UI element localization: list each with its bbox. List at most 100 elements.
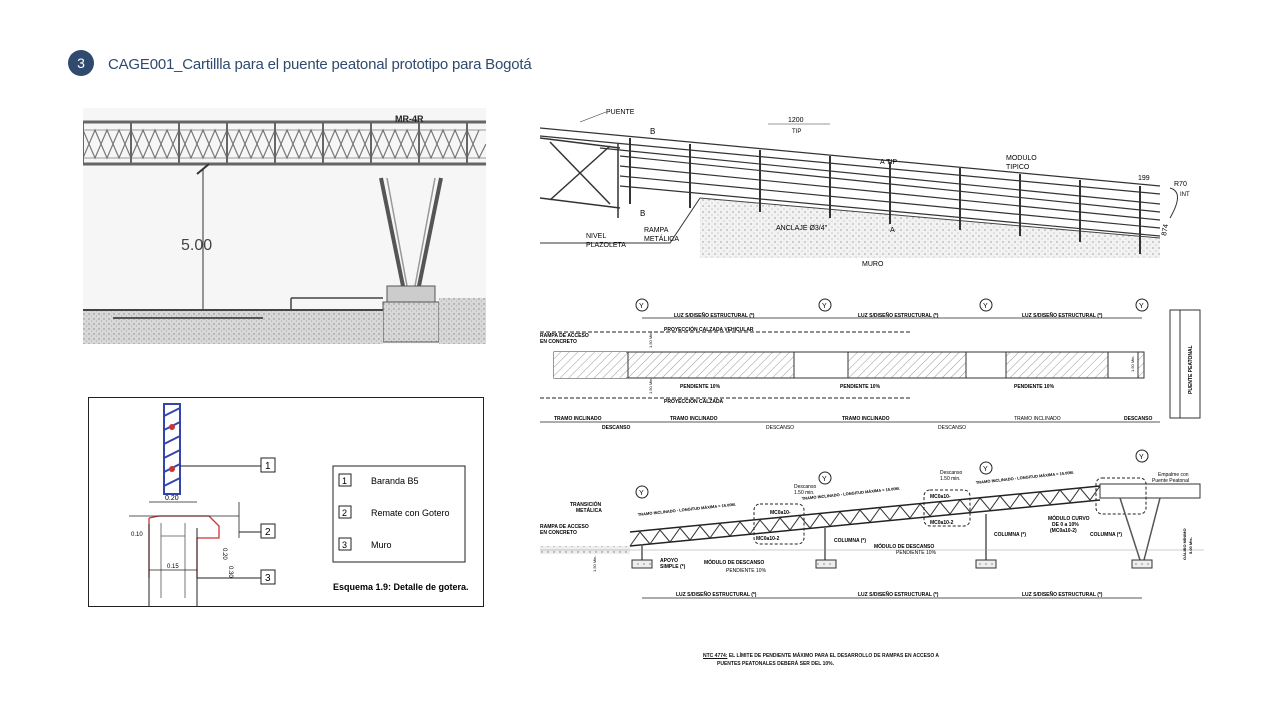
label-puente: PUENTE [606,109,635,116]
plan-pendiente-1: PENDIENTE 10% [680,384,721,390]
profile-empalme: Empalme con [1158,472,1189,478]
callout-3: 3 [265,573,271,584]
section-b-top: B [650,127,655,136]
plan-en-concreto: EN CONCRETO [540,339,577,345]
callout-2: 2 [265,527,271,538]
dim-left: 0.10 [131,532,143,538]
profile-luz-2: LUZ S/DISEÑO ESTRUCTURAL (*) [858,591,939,598]
profile-rampa-acceso: RAMPA DE ACCESO [540,524,589,530]
profile-axis-4: Y [1139,454,1144,461]
legend-label-3: Muro [371,540,392,550]
plan-min-top: 1.50 Min. [648,332,653,348]
section-a-top: A TIP [880,159,897,166]
profile-descanso-min-2: 1.50 min. [940,476,961,482]
dim-right: 0.20 [221,548,227,560]
height-dimension: 5.00 [181,237,212,254]
dim-199: 199 [1138,175,1150,182]
plan-pendiente-3: PENDIENTE 10% [1014,384,1055,390]
r70-label: R70 [1174,181,1187,188]
legend-label-1: Baranda B5 [371,476,419,486]
profile-tramo-1: TRAMO INCLINADO - LONGITUD MÁXIMA = 15.0… [638,502,737,517]
legend-num-1: 1 [342,476,347,486]
bridge-elevation-drawing: MR-4R 5.00 [82,108,487,344]
profile-galibo-val: 5.00 Mts. [1188,537,1193,554]
ramp-isometric-drawing: PUENTE B B 1200 TIP A TIP A MODULO TIPIC… [539,108,1204,274]
metalica-label: METÁLICA [644,234,679,243]
plan-axis-1: Y [639,303,644,310]
rampa-label: RAMPA [644,227,669,234]
profile-modulo-curvo-2: DE 0 a 10% [1052,522,1079,528]
plan-axis-2: Y [822,303,827,310]
profile-galibo: GÁLIBO MÍNIMO [1182,528,1187,560]
drip-detail-panel: 1 0.20 0.10 0.20 2 0.15 0.30 3 1 Baranda… [88,397,484,607]
profile-luz-3: LUZ S/DISEÑO ESTRUCTURAL (*) [1022,591,1103,598]
profile-modulo-curvo-3: (MC0a10-2) [1050,528,1077,534]
plan-puente-peatonal: PUENTE PEATONAL [1188,345,1194,394]
dim-vert: 0.30 [227,566,233,578]
profile-descanso-1: Descanso [794,484,816,490]
plan-axis-4: Y [1139,303,1144,310]
profile-metalica: METÁLICA [576,507,602,514]
dim-bottom: 0.15 [167,564,179,570]
profile-tramo-2: TRAMO INCLINADO - LONGITUD MÁXIMA = 15.0… [802,486,901,501]
profile-modulo-curvo: MÓDULO CURVO [1048,514,1090,522]
ramp-profile-drawing: Y Y Y Y TRANSICIÓN METÁLICA RAM [540,448,1204,604]
profile-descanso-2: Descanso [940,470,962,476]
profile-empalme-sub: Puente Peatonal [1152,478,1189,484]
module-label: MR-4R [395,114,424,124]
profile-axis-2: Y [822,476,827,483]
ntc-note: NTC 4774: EL LÍMITE DE PENDIENTE MÁXIMO … [703,652,939,668]
plan-proy-calzada: PROYECCIÓN CALZADA [664,397,724,405]
r70-sub: INT [1180,192,1190,198]
muro-label: MURO [862,261,884,268]
plan-luz-2: LUZ S/DISEÑO ESTRUCTURAL (*) [858,312,939,319]
profile-mc-3: MC0a10-2 [756,536,780,542]
profile-pendiente-2: PENDIENTE 10% [896,550,937,556]
profile-descanso-min-1: 1.50 min. [794,490,815,496]
plan-tramo-2: TRAMO INCLINADO [670,416,718,422]
plan-tramo-1: TRAMO INCLINADO [554,416,602,422]
profile-columna-3: COLUMNA (*) [1090,532,1122,538]
ntc-note-line1: EL LÍMITE DE PENDIENTE MÁXIMO PARA EL DE… [727,653,940,659]
plan-tramo-3: TRAMO INCLINADO [842,416,890,422]
plan-tramo-4: TRAMO INCLINADO [1014,416,1061,422]
profile-mc-1: MC0a10- [770,510,791,516]
plan-rampa-acceso: RAMPA DE ACCESO [540,333,589,339]
plan-pendiente-2: PENDIENTE 10% [840,384,881,390]
dim-top: 0.20 [165,495,179,502]
dim-874: 874 [1161,224,1170,237]
profile-transicion: TRANSICIÓN [570,500,602,508]
ntc-note-line2: PUENTES PEATONALES DEBERÁ SER DEL 10%. [717,661,834,667]
profile-apoyo: APOYO [660,558,678,564]
profile-luz-1: LUZ S/DISEÑO ESTRUCTURAL (*) [676,591,757,598]
profile-modulo-descanso-2: MÓDULO DE DESCANSO [874,542,934,550]
anclaje-label: ANCLAJE Ø3/4" [776,225,828,232]
profile-axis-1: Y [639,490,644,497]
profile-min-left: 1.50 Min. [592,556,597,572]
plan-luz-1: LUZ S/DISEÑO ESTRUCTURAL (*) [674,312,755,319]
nivel-label: NIVEL [586,233,606,240]
plan-axis-3: Y [983,303,988,310]
profile-apoyo-sub: SIMPLE (*) [660,564,686,570]
spacing-sub: TIP [792,129,801,135]
profile-en-concreto: EN CONCRETO [540,530,577,536]
plazoleta-label: PLAZOLETA [586,242,626,249]
ramp-plan-drawing: Y Y Y Y LUZ S/DISEÑO ESTRUCTURAL (*) LUZ… [540,296,1204,431]
drip-caption: Esquema 1.9: Detalle de gotera. [333,582,469,592]
slide-number-badge: 3 [68,50,94,76]
legend-num-2: 2 [342,508,347,518]
plan-descanso-2: DESCANSO [766,425,794,430]
modulo-label: MODULO [1006,155,1037,162]
slide-number: 3 [77,55,85,71]
plan-min-bottom: 1.50 Min. [648,378,653,394]
section-b-bottom: B [640,209,645,218]
legend-label-2: Remate con Gotero [371,508,450,518]
ntc-note-ref: NTC 4774: [703,653,728,659]
plan-descanso-1: DESCANSO [602,425,630,430]
profile-columna-2: COLUMNA (*) [994,532,1026,538]
slide-title: CAGE001_Cartillla para el puente peatona… [108,56,532,73]
callout-1: 1 [265,461,271,472]
plan-luz-3: LUZ S/DISEÑO ESTRUCTURAL (*) [1022,312,1103,319]
profile-modulo-descanso-1: MÓDULO DE DESCANSO [704,558,764,566]
section-a-bottom: A [890,227,895,234]
